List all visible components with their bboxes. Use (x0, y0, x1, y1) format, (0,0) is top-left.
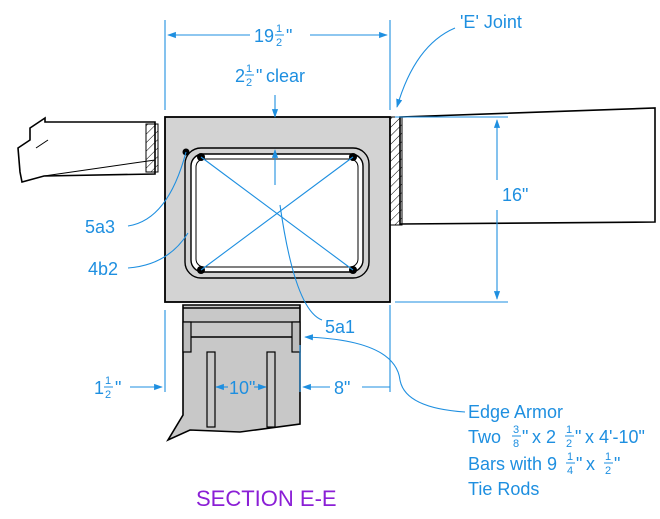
web-stiffener-right (266, 351, 276, 428)
tie-num2: 1 (605, 451, 611, 463)
dimension-lines (127, 20, 508, 413)
clear-num: 1 (246, 63, 252, 75)
edge-armor-left (182, 321, 192, 353)
e-joint-filler (389, 116, 403, 226)
svg-text:": " (522, 427, 528, 447)
dimension-left: 1 1 2 " (94, 375, 121, 401)
width-num: 1 (276, 23, 282, 35)
right-gap-dimension: 8" (334, 378, 350, 398)
width-den: 2 (276, 37, 282, 49)
armor-tail: x 4'-10" (585, 427, 645, 447)
tie-den2: 2 (605, 465, 611, 477)
left-deck-slab (17, 116, 159, 183)
pier-cap (164, 116, 391, 303)
edge-armor-label: Edge Armor (468, 402, 563, 422)
web-stiffener-left (206, 351, 216, 428)
stirrup-4b2 (184, 147, 370, 279)
svg-text:": " (614, 454, 620, 474)
right-deck-slab (389, 107, 656, 226)
svg-text:": " (575, 427, 581, 447)
height-dimension: 16" (502, 185, 528, 205)
edge-armor-right (291, 321, 301, 353)
bars-with-label: Bars with 9 (468, 454, 557, 474)
bar-4b2-label: 4b2 (88, 259, 118, 279)
left-den: 2 (105, 389, 111, 401)
dimension-clear: 2 1 2 " clear (235, 63, 305, 89)
armor-num2: 1 (566, 424, 572, 436)
e-joint-label: 'E' Joint (460, 12, 522, 32)
svg-text:": " (115, 378, 121, 398)
armor-num1: 3 (513, 424, 519, 436)
two-label: Two (468, 427, 501, 447)
bar-5a1-label: 5a1 (325, 317, 355, 337)
clear-den: 2 (246, 77, 252, 89)
left-num: 1 (105, 375, 111, 387)
left-joint-filler (145, 123, 159, 173)
armor-den2: 2 (566, 438, 572, 450)
left-whole: 1 (94, 378, 104, 398)
web-gap-dimension: 10" (229, 378, 255, 398)
steel-beam (165, 304, 301, 442)
clear-word: clear (266, 66, 305, 86)
svg-text:": " (256, 66, 262, 86)
clear-whole: 2 (235, 66, 245, 86)
tie-den1: 4 (567, 465, 573, 477)
edge-armor-note: Edge Armor Two 3 8 " x 2 1 2 " x 4'-10" … (468, 402, 645, 499)
width-whole: 19 (254, 26, 274, 46)
tie-num1: 1 (567, 451, 573, 463)
tie-rods-label: Tie Rods (468, 479, 539, 499)
armor-x1: x 2 (532, 427, 556, 447)
section-title: SECTION E-E (196, 486, 337, 511)
bar-5a3-label: 5a3 (85, 217, 115, 237)
tie-x: x (586, 454, 595, 474)
dimension-width: 19 1 2 " (254, 23, 292, 49)
svg-text:": " (286, 26, 292, 46)
svg-text:": " (576, 454, 582, 474)
armor-den1: 8 (513, 438, 519, 450)
